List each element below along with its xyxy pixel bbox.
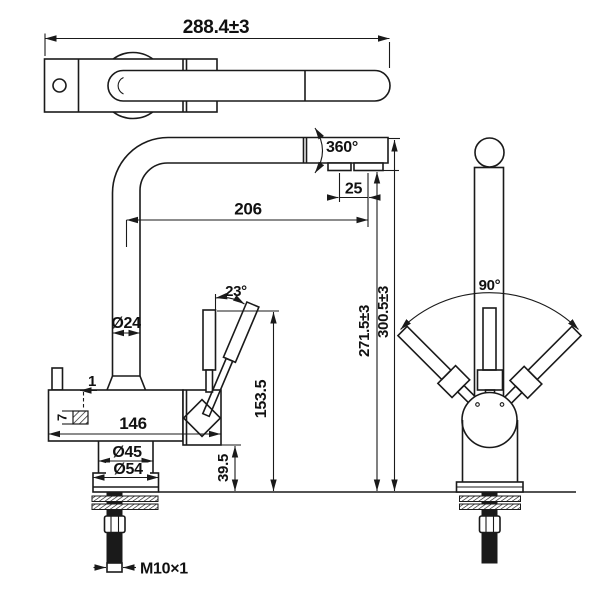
ball-joint — [461, 391, 518, 449]
dim-detail-width: 1 — [88, 373, 96, 390]
swivel-arc — [314, 127, 325, 174]
washer — [459, 495, 521, 502]
washer — [459, 503, 521, 510]
dim-base-outer-diameter: Ø54 — [113, 461, 143, 478]
lever-ball-cap — [182, 398, 222, 438]
dim-body-length: 146 — [119, 414, 146, 433]
mounting-nut — [103, 515, 126, 534]
side-view: 360° 23° Ø24 206 25 — [47, 127, 576, 578]
top-view-spout-bar — [107, 69, 391, 102]
spout-tip-front — [474, 137, 505, 168]
lever-tilted — [201, 300, 260, 418]
mounting-nut-front — [478, 515, 501, 534]
dim-spout-reach: 206 — [234, 200, 261, 219]
side-outlet-stub — [51, 367, 64, 391]
dim-swivel-angle: 360° — [326, 139, 358, 156]
dim-base-height: 39.5 — [215, 454, 232, 482]
dim-total-width: 288.4±3 — [183, 17, 249, 38]
lever-front-right — [500, 325, 583, 408]
dim-detail-height: 7 — [55, 414, 70, 421]
dim-spout-diameter: Ø24 — [111, 315, 141, 332]
dim-outlet-spacing: 25 — [345, 181, 363, 198]
valve-detail — [72, 410, 89, 425]
mounting-hole — [52, 78, 67, 93]
spout-tube — [111, 136, 389, 377]
dim-total-height: 300.5±3 — [375, 286, 392, 338]
dim-height-to-outlet: 271.5±3 — [356, 305, 373, 357]
lever-front-upright — [482, 307, 497, 371]
lever-front-left — [396, 325, 480, 408]
dim-lever-tilt: 23° — [225, 283, 247, 300]
top-view: 288.4±3 — [43, 17, 391, 120]
dim-thread-spec: M10×1 — [140, 561, 188, 578]
washer — [91, 503, 159, 510]
aerator-outlet — [353, 162, 384, 172]
dim-lever-swing: 90° — [479, 277, 501, 294]
front-view: 90° — [396, 137, 583, 564]
lever-upright — [202, 309, 217, 371]
dim-lever-top-height: 153.5 — [253, 379, 270, 418]
filtered-water-outlet — [327, 162, 352, 172]
swing-arc — [400, 292, 579, 330]
dim-base-inner-diameter: Ø45 — [112, 444, 142, 461]
washer — [91, 495, 159, 502]
